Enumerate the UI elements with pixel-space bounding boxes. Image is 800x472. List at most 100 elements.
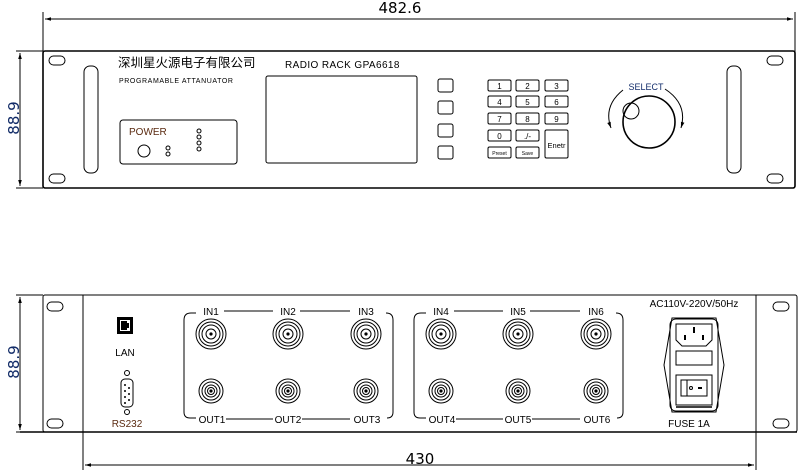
svg-text:2: 2 xyxy=(525,82,530,91)
rear-height-label: 88.9 xyxy=(5,345,23,378)
product-subtitle: PROGRAMABLE ATTANUATOR xyxy=(119,78,234,85)
handle-right[interactable] xyxy=(726,65,742,174)
soft-key-3[interactable] xyxy=(437,123,454,138)
select-knob[interactable]: SELECT xyxy=(607,82,685,149)
bnc-out4-connector[interactable] xyxy=(428,378,454,404)
lan-label: LAN xyxy=(115,348,134,359)
power-panel xyxy=(119,119,238,165)
lan-port[interactable] xyxy=(117,317,133,334)
key-enter[interactable]: Enetr xyxy=(544,129,569,159)
select-label: SELECT xyxy=(628,82,664,92)
soft-key-2[interactable] xyxy=(437,100,454,115)
rs232-port[interactable] xyxy=(120,370,134,415)
front-view: 482.6 88.9 深圳星火源电子有限公司 PROGRAMABLE ATTAN… xyxy=(5,0,796,189)
lcd-display xyxy=(265,75,418,164)
svg-text:Enetr: Enetr xyxy=(548,141,566,150)
mount-hole-icon xyxy=(766,173,784,184)
indicator-led-icon xyxy=(165,145,171,151)
mount-hole-icon xyxy=(766,55,784,66)
power-switch-frame xyxy=(675,374,713,406)
in1-label: IN1 xyxy=(203,307,219,318)
power-label: POWER xyxy=(129,127,167,138)
fuse-holder-icon[interactable] xyxy=(675,350,713,366)
svg-text:./-: ./- xyxy=(524,132,531,141)
bnc-out2-connector[interactable] xyxy=(275,378,301,404)
key-9[interactable]: 9 xyxy=(544,112,569,125)
indicator-led-icon xyxy=(196,140,202,146)
bnc-out1-connector[interactable] xyxy=(198,378,224,404)
fuse-label: FUSE 1A xyxy=(668,419,710,430)
bnc-in3-connector[interactable] xyxy=(350,318,382,350)
iec-inlet-icon[interactable] xyxy=(675,323,713,347)
db9-connector-icon xyxy=(120,378,134,408)
key-0[interactable]: 0 xyxy=(487,129,512,142)
power-spec-label: AC110V-220V/50Hz xyxy=(650,299,739,310)
out6-label: OUT6 xyxy=(584,415,611,426)
bnc-in2-connector[interactable] xyxy=(272,318,304,350)
mount-hole-icon xyxy=(48,173,66,184)
svg-text:5: 5 xyxy=(525,98,530,107)
bnc-in1-connector[interactable] xyxy=(195,318,227,350)
front-height-label: 88.9 xyxy=(5,101,23,134)
mount-hole-icon xyxy=(46,418,64,429)
svg-text:7: 7 xyxy=(497,115,502,124)
out4-label: OUT4 xyxy=(429,415,456,426)
svg-text:Preset: Preset xyxy=(492,151,507,157)
mount-hole-icon xyxy=(772,418,790,429)
key-preset[interactable]: Preset xyxy=(487,146,512,159)
power-button[interactable] xyxy=(137,144,151,158)
key-2[interactable]: 2 xyxy=(515,79,540,92)
key-8[interactable]: 8 xyxy=(515,112,540,125)
model-name: RADIO RACK GPA6618 xyxy=(285,60,400,71)
rear-height-dimension: 88.9 xyxy=(5,294,43,433)
svg-text:1: 1 xyxy=(497,82,502,91)
bnc-in5-connector[interactable] xyxy=(502,318,534,350)
key-3[interactable]: 3 xyxy=(544,79,569,92)
in2-label: IN2 xyxy=(280,307,296,318)
front-width-label: 482.6 xyxy=(379,0,422,17)
rear-width-dimension: 430 xyxy=(82,432,757,470)
key-save[interactable]: Save xyxy=(515,146,540,159)
rear-width-label: 430 xyxy=(406,450,435,468)
bnc-out6-connector[interactable] xyxy=(583,378,609,404)
key-5[interactable]: 5 xyxy=(515,95,540,108)
bnc-in6-connector[interactable] xyxy=(580,318,612,350)
handle-left[interactable] xyxy=(83,65,99,174)
mount-hole-icon xyxy=(46,301,64,312)
power-switch[interactable] xyxy=(680,379,708,397)
bnc-in4-connector[interactable] xyxy=(425,318,457,350)
svg-text:6: 6 xyxy=(554,98,559,107)
rotate-ccw-arrow-icon xyxy=(607,89,624,129)
key-4[interactable]: 4 xyxy=(487,95,512,108)
in6-label: IN6 xyxy=(588,307,604,318)
rotate-cw-arrow-icon xyxy=(664,88,685,129)
key-6[interactable]: 6 xyxy=(544,95,569,108)
indicator-led-icon xyxy=(196,134,202,140)
power-inlet-module xyxy=(663,317,725,413)
rear-view: 88.9 430 LAN xyxy=(5,294,798,470)
knob-grip-icon xyxy=(622,102,640,120)
group-b-frame xyxy=(413,312,426,419)
svg-text:Save: Save xyxy=(522,151,534,157)
indicator-led-icon xyxy=(196,128,202,134)
out2-label: OUT2 xyxy=(275,415,302,426)
front-panel xyxy=(42,50,796,189)
key-sign[interactable]: ./- xyxy=(515,129,540,142)
company-name: 深圳星火源电子有限公司 xyxy=(118,56,256,70)
front-height-dimension: 88.9 xyxy=(5,50,43,189)
bnc-out3-connector[interactable] xyxy=(353,378,379,404)
svg-text:9: 9 xyxy=(554,115,559,124)
svg-text:0: 0 xyxy=(497,132,502,141)
svg-text:8: 8 xyxy=(525,115,530,124)
key-7[interactable]: 7 xyxy=(487,112,512,125)
bnc-connectors xyxy=(195,318,612,404)
in4-label: IN4 xyxy=(433,307,449,318)
rs232-label: RS232 xyxy=(112,419,143,430)
bnc-out5-connector[interactable] xyxy=(505,378,531,404)
mount-hole-icon xyxy=(772,301,790,312)
soft-key-4[interactable] xyxy=(437,145,454,160)
key-1[interactable]: 1 xyxy=(487,79,512,92)
soft-key-1[interactable] xyxy=(437,78,454,93)
out1-label: OUT1 xyxy=(199,415,226,426)
